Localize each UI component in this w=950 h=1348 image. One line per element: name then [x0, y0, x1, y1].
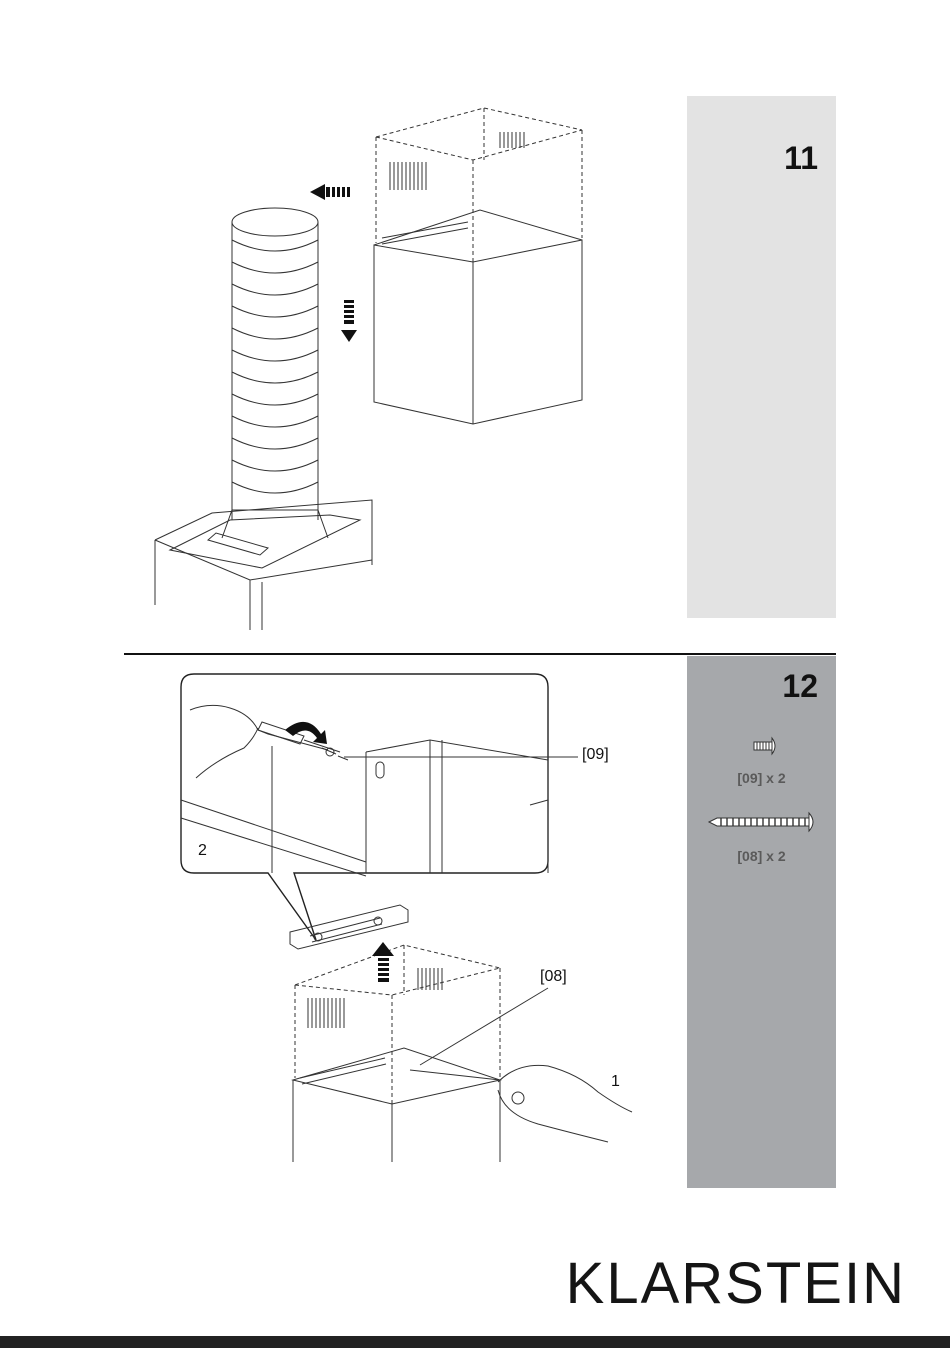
- callout-09: [09]: [582, 746, 609, 764]
- footer-bar: [0, 1336, 950, 1348]
- sub-step-1-label: 1: [611, 1073, 620, 1091]
- brand-logo: KLARSTEIN: [566, 1250, 906, 1317]
- sub-step-2-label: 2: [198, 842, 207, 860]
- callout-08: [08]: [540, 968, 567, 986]
